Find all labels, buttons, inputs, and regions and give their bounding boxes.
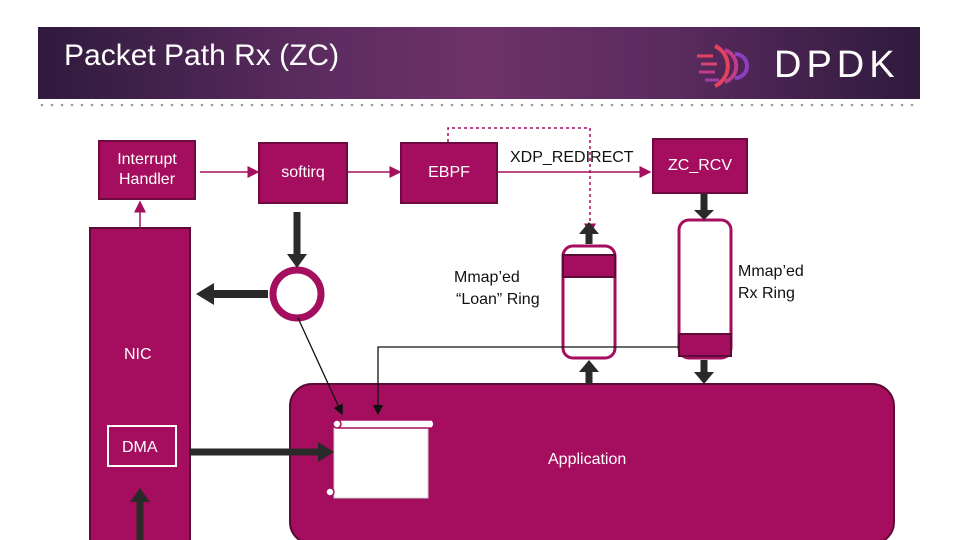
xdp-redirect-dashed-path — [447, 127, 596, 236]
rx-ring-label-line1: Mmap’ed — [738, 263, 804, 280]
softirq-box: softirq — [258, 142, 348, 204]
zc-rcv-box: ZC_RCV — [652, 138, 748, 194]
application-label: Application — [548, 451, 627, 468]
arrow-rxring-to-buffer — [372, 346, 679, 416]
ebpf-label: EBPF — [428, 164, 470, 181]
arrow-ring-to-buffer — [297, 317, 343, 416]
xdp-redirect-label: XDP_REDIRECT — [510, 149, 634, 166]
rx-ring-cylinder — [677, 218, 733, 360]
zc-rcv-label: ZC_RCV — [667, 157, 732, 174]
rx-ring-slot — [678, 333, 732, 357]
softirq-ring-circle — [269, 266, 325, 322]
dma-label: DMA — [122, 439, 158, 456]
nic-label: NIC — [124, 346, 152, 363]
loan-ring-label-line2: “Loan” Ring — [456, 291, 540, 308]
header-banner: Packet Path Rx (ZC) DPDK — [38, 27, 920, 99]
header-dot-separator — [40, 103, 914, 107]
loan-ring-slot — [562, 254, 616, 278]
softirq-label: softirq — [281, 164, 325, 181]
loan-ring-label-line1: Mmap’ed — [454, 269, 520, 286]
app-buffer-top — [337, 419, 435, 429]
logo-text: DPDK — [774, 44, 900, 86]
page-title: Packet Path Rx (ZC) — [64, 39, 340, 72]
dma-box — [107, 425, 177, 467]
rx-ring-label-line2: Rx Ring — [738, 285, 795, 302]
app-buffer — [333, 425, 429, 499]
interrupt-handler-box: Interrupt Handler — [98, 140, 196, 200]
interrupt-handler-label: Interrupt Handler — [117, 151, 177, 188]
dpdk-logo-icon — [697, 44, 749, 88]
ebpf-box: EBPF — [400, 142, 498, 204]
